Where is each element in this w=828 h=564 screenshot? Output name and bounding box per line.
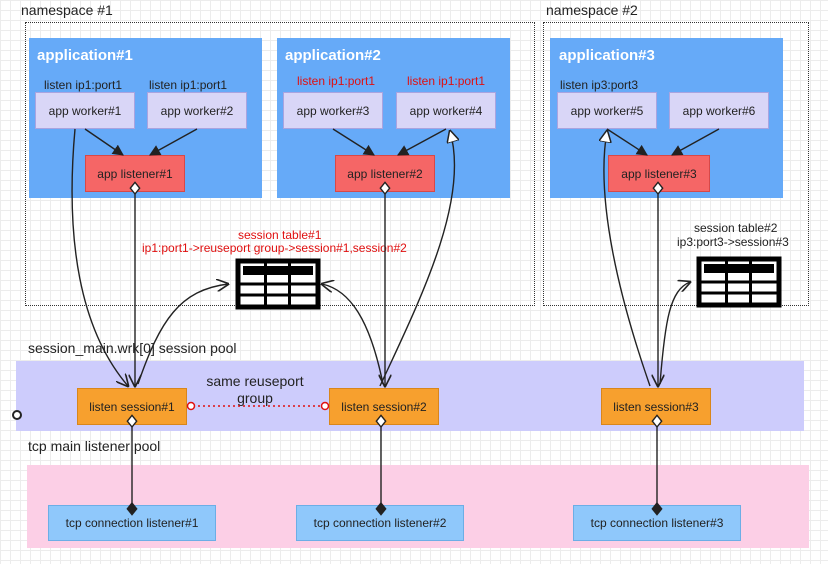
namespace-2-label: namespace #2 (546, 2, 638, 18)
session-table-2-title: session table#2 (694, 221, 778, 235)
app-worker-2: app worker#2 (147, 92, 247, 129)
worker-2-listen-label: listen ip1:port1 (149, 78, 228, 92)
tcp-connection-listener-1: tcp connection listener#1 (48, 505, 216, 541)
edge-session1-table1 (137, 284, 228, 385)
application-1-title: application#1 (37, 47, 133, 64)
session-table-1-entry: ip1:port1->reuseport group->session#1,se… (142, 241, 407, 255)
edge-worker1-listener1 (84, 128, 124, 156)
worker-1-listen-label: listen ip1:port1 (44, 78, 123, 92)
app-worker-3: app worker#3 (283, 92, 383, 129)
worker-3-listen-label: listen ip1:port1 (297, 74, 376, 88)
app-worker-1: app worker#1 (35, 92, 135, 129)
app-worker-6: app worker#6 (669, 92, 769, 129)
app-worker-4: app worker#4 (396, 92, 496, 129)
edge-session2-worker4 (379, 131, 455, 387)
reuseport-group-label: same reuseport group (206, 373, 304, 406)
session-table-1-title: session table#1 (238, 228, 322, 242)
edge-worker6-listener3 (671, 128, 720, 156)
edge-session2-table1 (322, 284, 384, 385)
edge-worker5-listener3 (606, 128, 648, 156)
worker-4-listen-label: listen ip1:port1 (407, 74, 486, 88)
app-worker-5: app worker#5 (557, 92, 657, 129)
session-table-2-icon (696, 256, 782, 308)
edge-session3-table2 (659, 282, 690, 385)
edge-session3-worker5 (604, 131, 651, 387)
edge-worker3-listener2 (332, 128, 375, 156)
session-table-2-entry: ip3:port3->session#3 (677, 235, 789, 249)
listen-session-2: listen session#2 (329, 388, 439, 425)
app-listener-1: app listener#1 (85, 155, 185, 192)
namespace-1-label: namespace #1 (21, 2, 113, 18)
reuseport-endpoint-left (186, 401, 196, 411)
edge-worker4-listener2 (397, 128, 447, 156)
application-3-title: application#3 (559, 47, 655, 64)
edge-worker2-listener1 (149, 128, 198, 156)
worker-5-listen-label: listen ip3:port3 (560, 78, 639, 92)
namespace-2-frame (543, 22, 809, 306)
session-table-1-icon (235, 258, 321, 310)
edge-worker1-session1 (71, 128, 128, 386)
pool-anchor-icon (12, 410, 22, 420)
reuseport-endpoint-right (320, 401, 330, 411)
application-2-title: application#2 (285, 47, 381, 64)
